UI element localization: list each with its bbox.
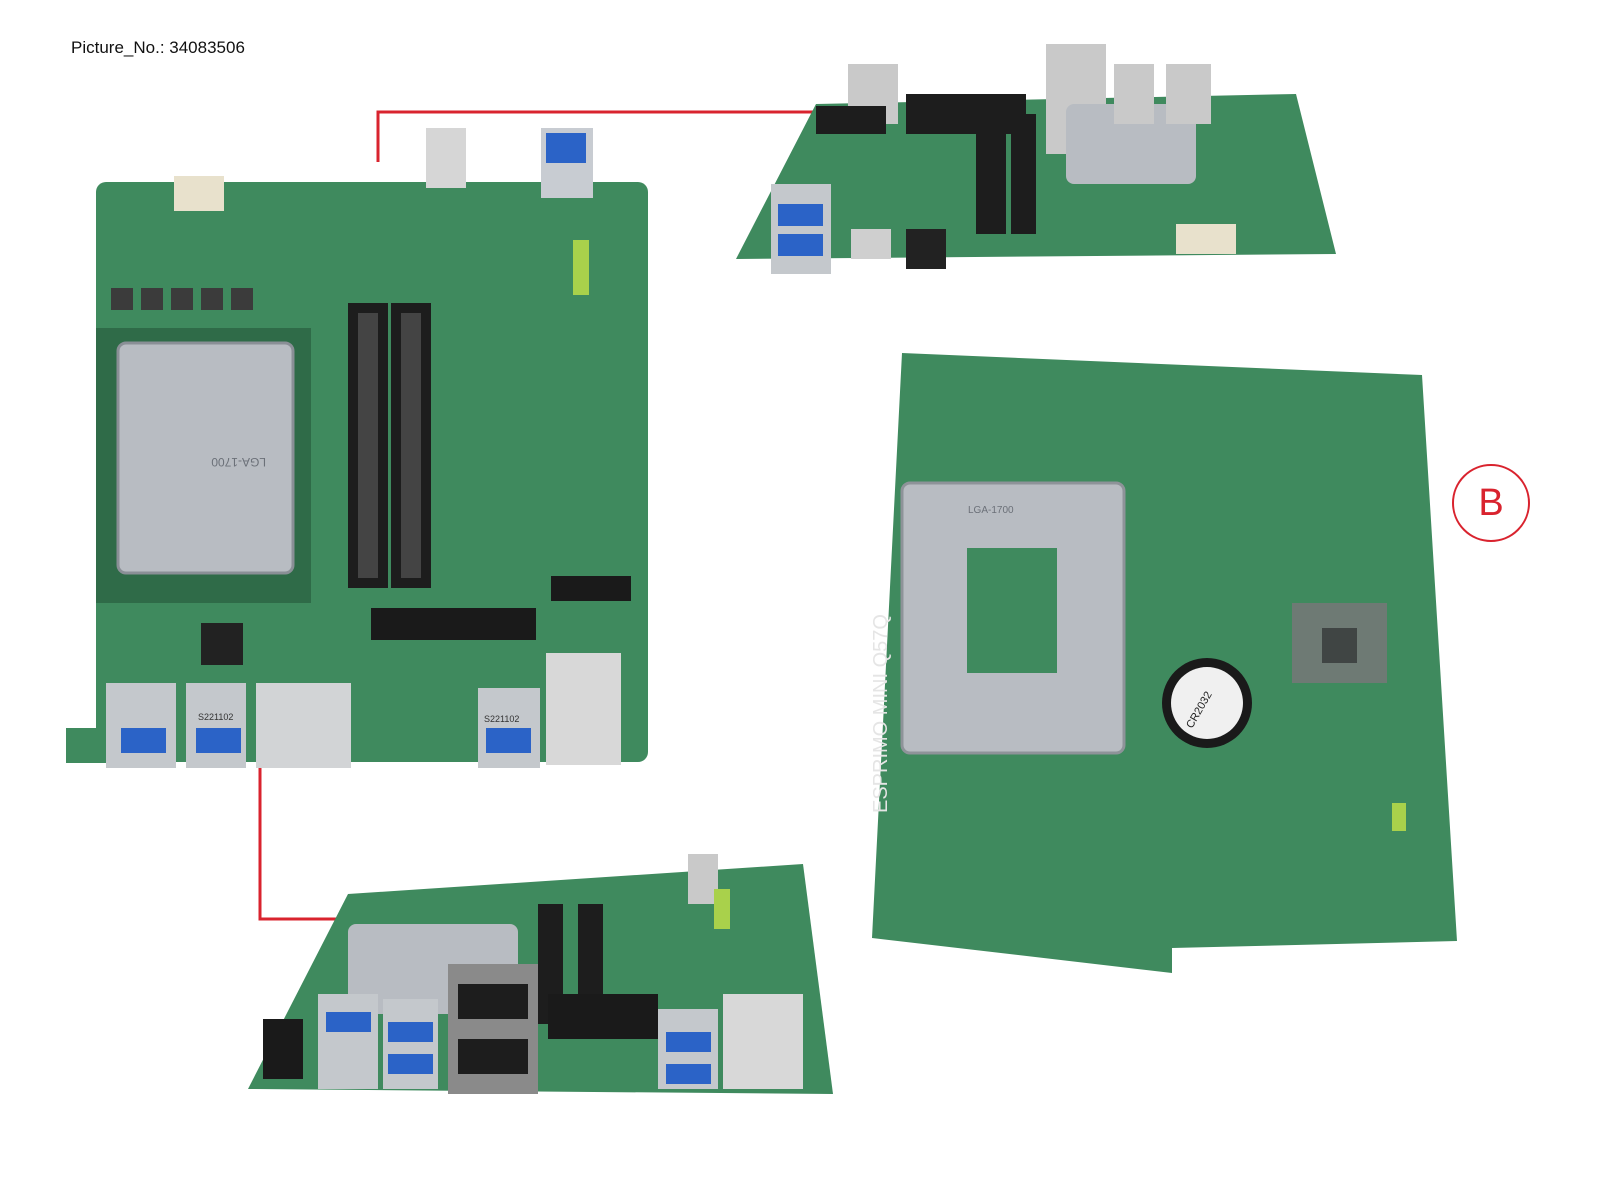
usb-label-1: S221102: [198, 712, 233, 722]
picture-number-caption: Picture_No.: 34083506: [71, 38, 245, 57]
view-marker-b: B: [1452, 464, 1530, 542]
motherboard-rear-io-view-b: [248, 854, 833, 1099]
usb-label-2: S221102: [484, 714, 519, 724]
motherboard-bottom-view: LGA-1700 ESPRIMO MINI Q57Q CR2032: [872, 353, 1460, 993]
socket-label: LGA-1700: [211, 455, 266, 469]
motherboard-rear-io-view-a: [736, 34, 1344, 274]
leader-line-bottom: [258, 764, 346, 921]
leader-line-top: [376, 110, 816, 162]
motherboard-top-view: LGA-1700 S221102 S221102: [66, 128, 648, 770]
board-name: ESPRIMO MINI Q57Q: [872, 614, 892, 813]
socket-label-rear: LGA-1700: [968, 505, 1014, 516]
